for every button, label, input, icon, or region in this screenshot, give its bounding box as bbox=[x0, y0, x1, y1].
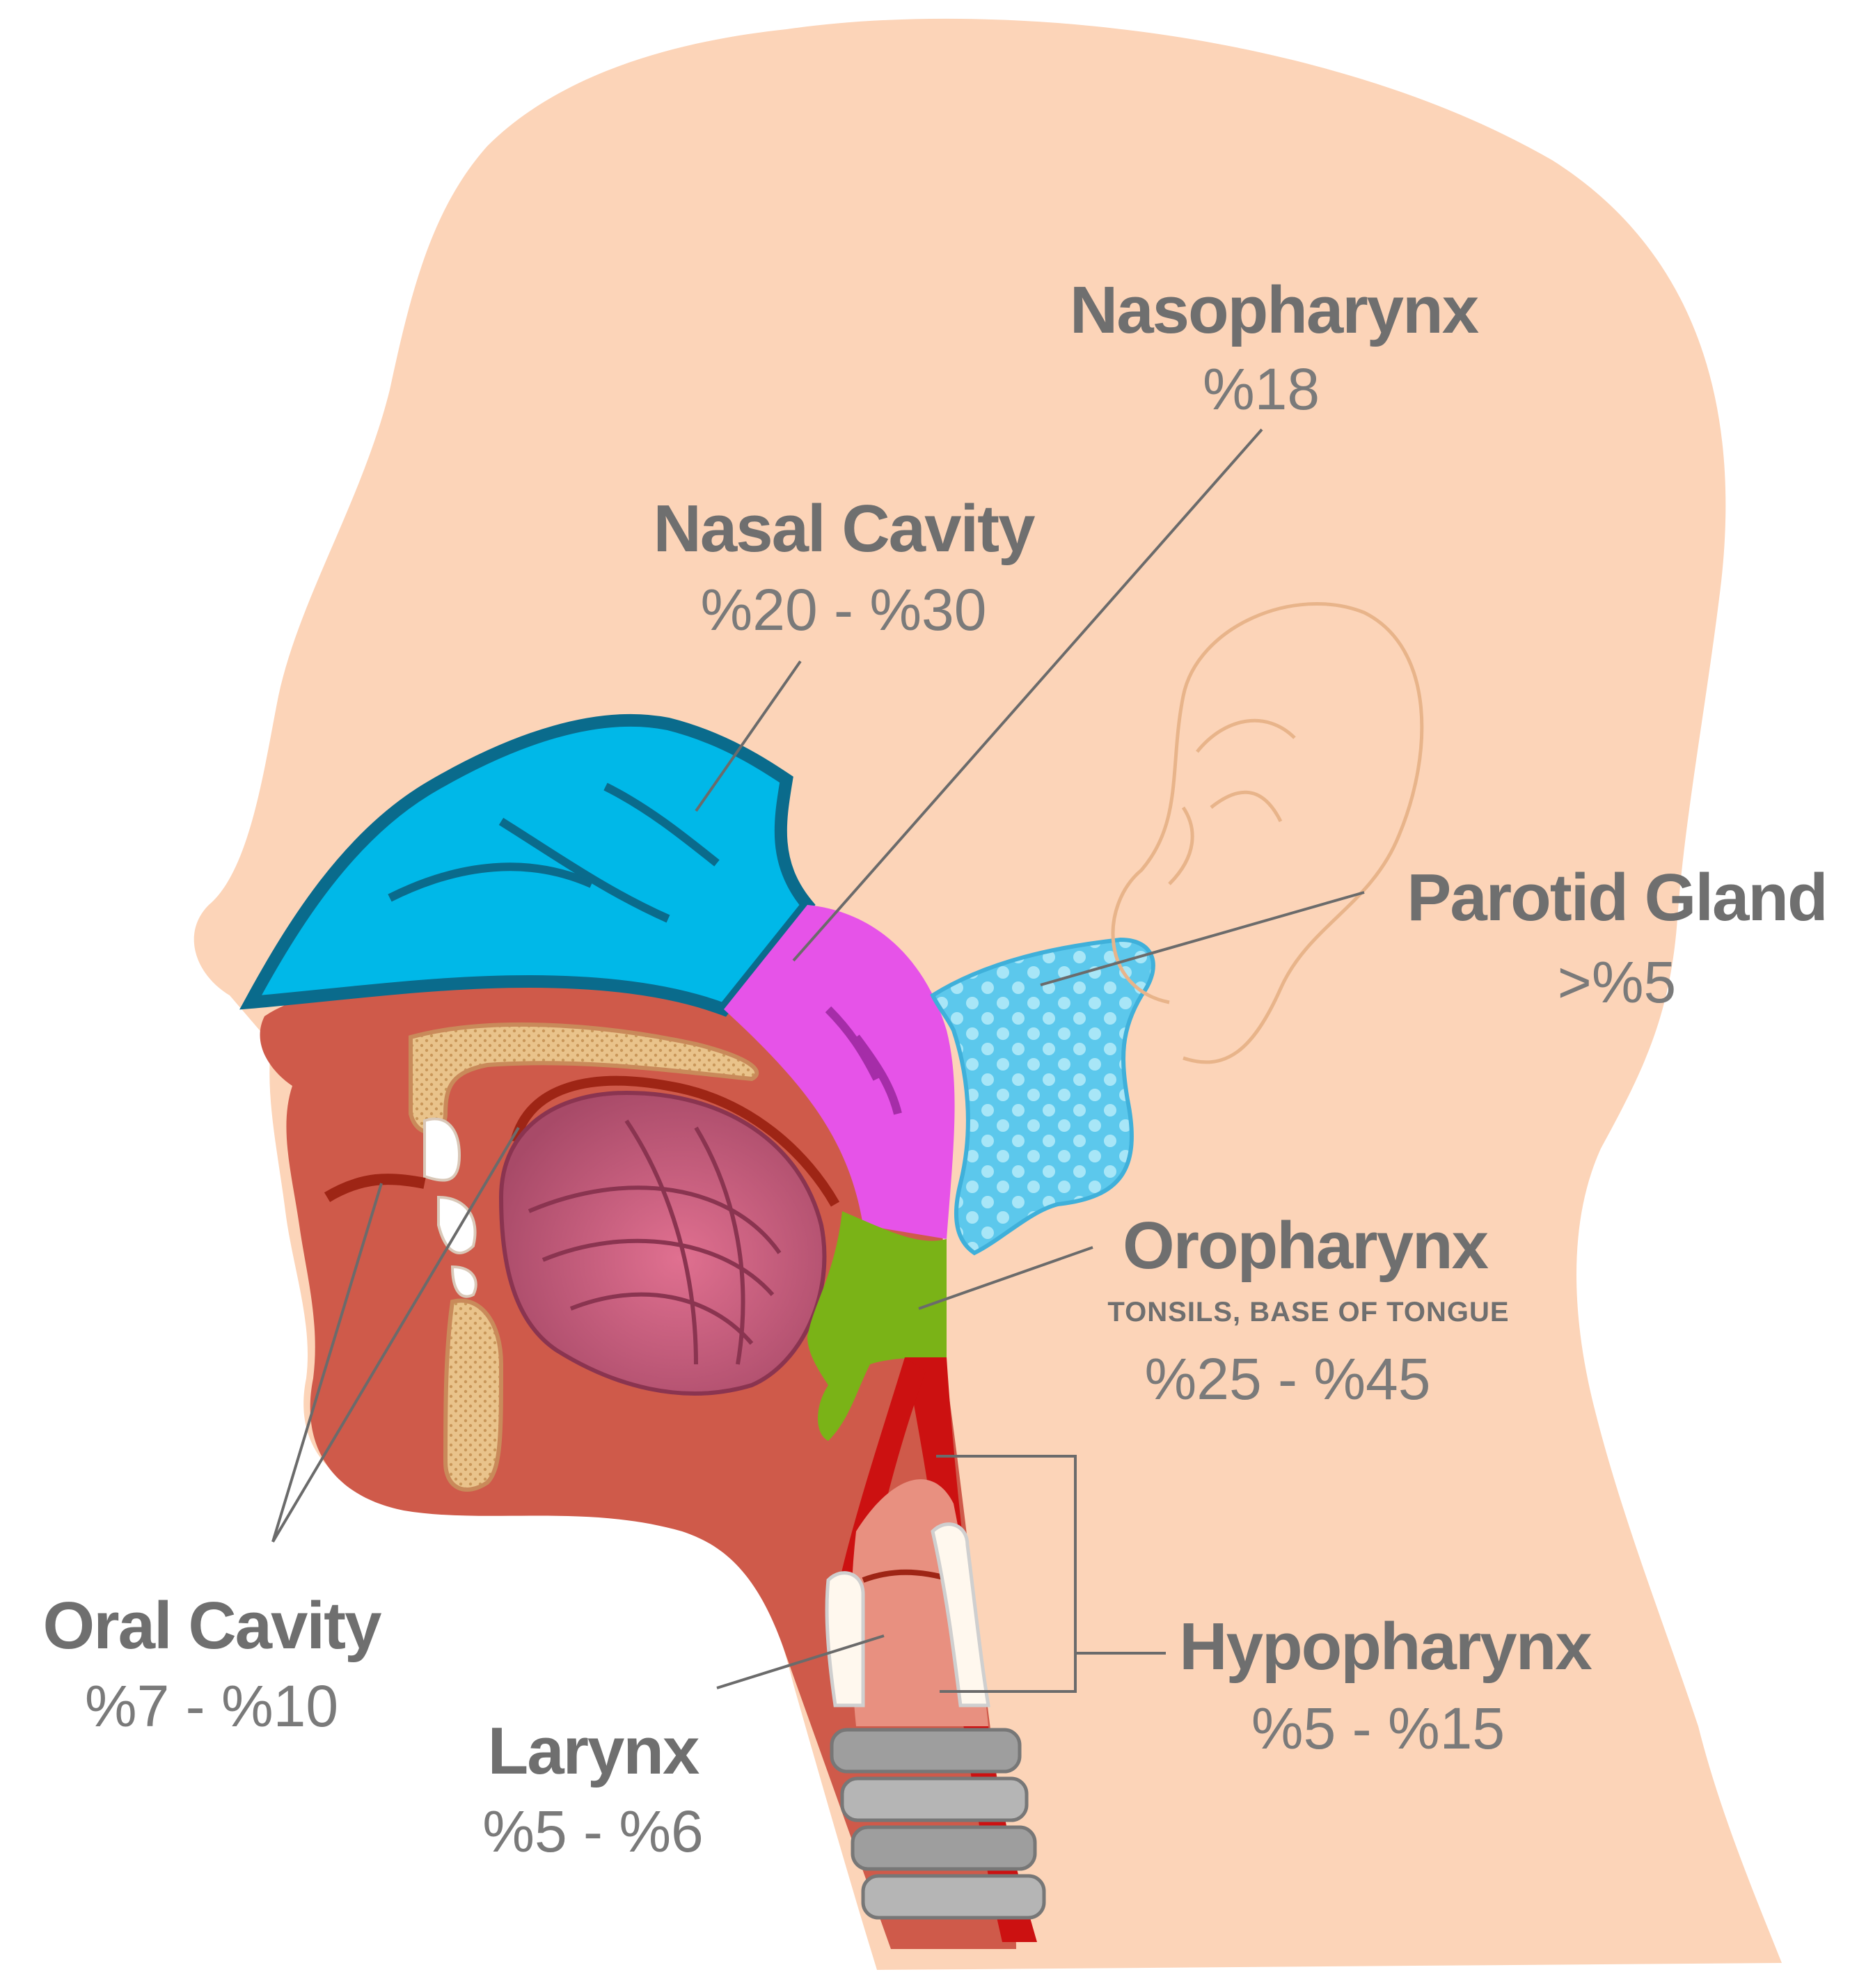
lower-tooth-2 bbox=[450, 1265, 477, 1298]
hypopharynx-percent: %5 - %15 bbox=[1251, 1696, 1505, 1761]
tongue-muscle-lines bbox=[528, 1119, 782, 1365]
parotid-gland-region bbox=[930, 937, 1155, 1256]
oral-cavity-title: Oral Cavity bbox=[43, 1588, 382, 1663]
leader-lines bbox=[271, 428, 1365, 1693]
upper-tooth bbox=[423, 1117, 461, 1182]
nasal-turbinate-1 bbox=[388, 862, 594, 902]
label-larynx: Larynx %5 - %6 bbox=[482, 1714, 703, 1864]
nasopharynx-percent: %18 bbox=[1203, 356, 1320, 422]
nasal-turbinate-2 bbox=[498, 817, 670, 923]
label-nasopharynx: Nasopharynx %18 bbox=[1070, 273, 1480, 422]
label-oropharynx: Oropharynx TONSILS, BASE OF TONGUE %25 -… bbox=[1107, 1208, 1509, 1412]
oropharynx-percent: %25 - %45 bbox=[1145, 1346, 1431, 1412]
lower-tooth-1 bbox=[437, 1195, 477, 1254]
oral-cavity-percent: %7 - %10 bbox=[85, 1673, 338, 1739]
oropharynx-title: Oropharynx bbox=[1123, 1208, 1489, 1283]
nasopharynx-region bbox=[724, 905, 955, 1239]
parotid-gland-title: Parotid Gland bbox=[1407, 860, 1826, 935]
thyroid-cartilage bbox=[825, 1571, 865, 1707]
nasal-turbinate-3 bbox=[603, 782, 720, 867]
nasal-cavity-title: Nasal Cavity bbox=[654, 491, 1036, 566]
nasopharynx-title: Nasopharynx bbox=[1070, 273, 1479, 347]
epiglottis-cartilage bbox=[931, 1522, 990, 1707]
label-hypopharynx: Hypopharynx %5 - %15 bbox=[1179, 1609, 1593, 1761]
mandible-bone bbox=[443, 1298, 504, 1492]
palate-bone bbox=[409, 1022, 759, 1135]
label-nasal-cavity: Nasal Cavity %20 - %30 bbox=[654, 491, 1037, 642]
parotid-gland-percent: >%5 bbox=[1558, 949, 1676, 1015]
nasopharynx-fold-2 bbox=[853, 1034, 902, 1115]
hypopharynx-title: Hypopharynx bbox=[1179, 1609, 1592, 1684]
ear-outline bbox=[1111, 602, 1424, 1064]
larynx-title: Larynx bbox=[488, 1714, 699, 1788]
lip-line bbox=[324, 1174, 426, 1202]
label-oral-cavity: Oral Cavity %7 - %10 bbox=[43, 1588, 384, 1739]
trachea bbox=[830, 1728, 1046, 1920]
larynx-percent: %5 - %6 bbox=[482, 1799, 703, 1864]
oropharynx-region bbox=[807, 1211, 947, 1441]
nasal-cavity-percent: %20 - %30 bbox=[701, 577, 987, 642]
label-parotid-gland: Parotid Gland >%5 bbox=[1407, 860, 1828, 1015]
oral-roof-line bbox=[510, 1075, 840, 1207]
oropharynx-subtitle: TONSILS, BASE OF TONGUE bbox=[1107, 1297, 1509, 1327]
